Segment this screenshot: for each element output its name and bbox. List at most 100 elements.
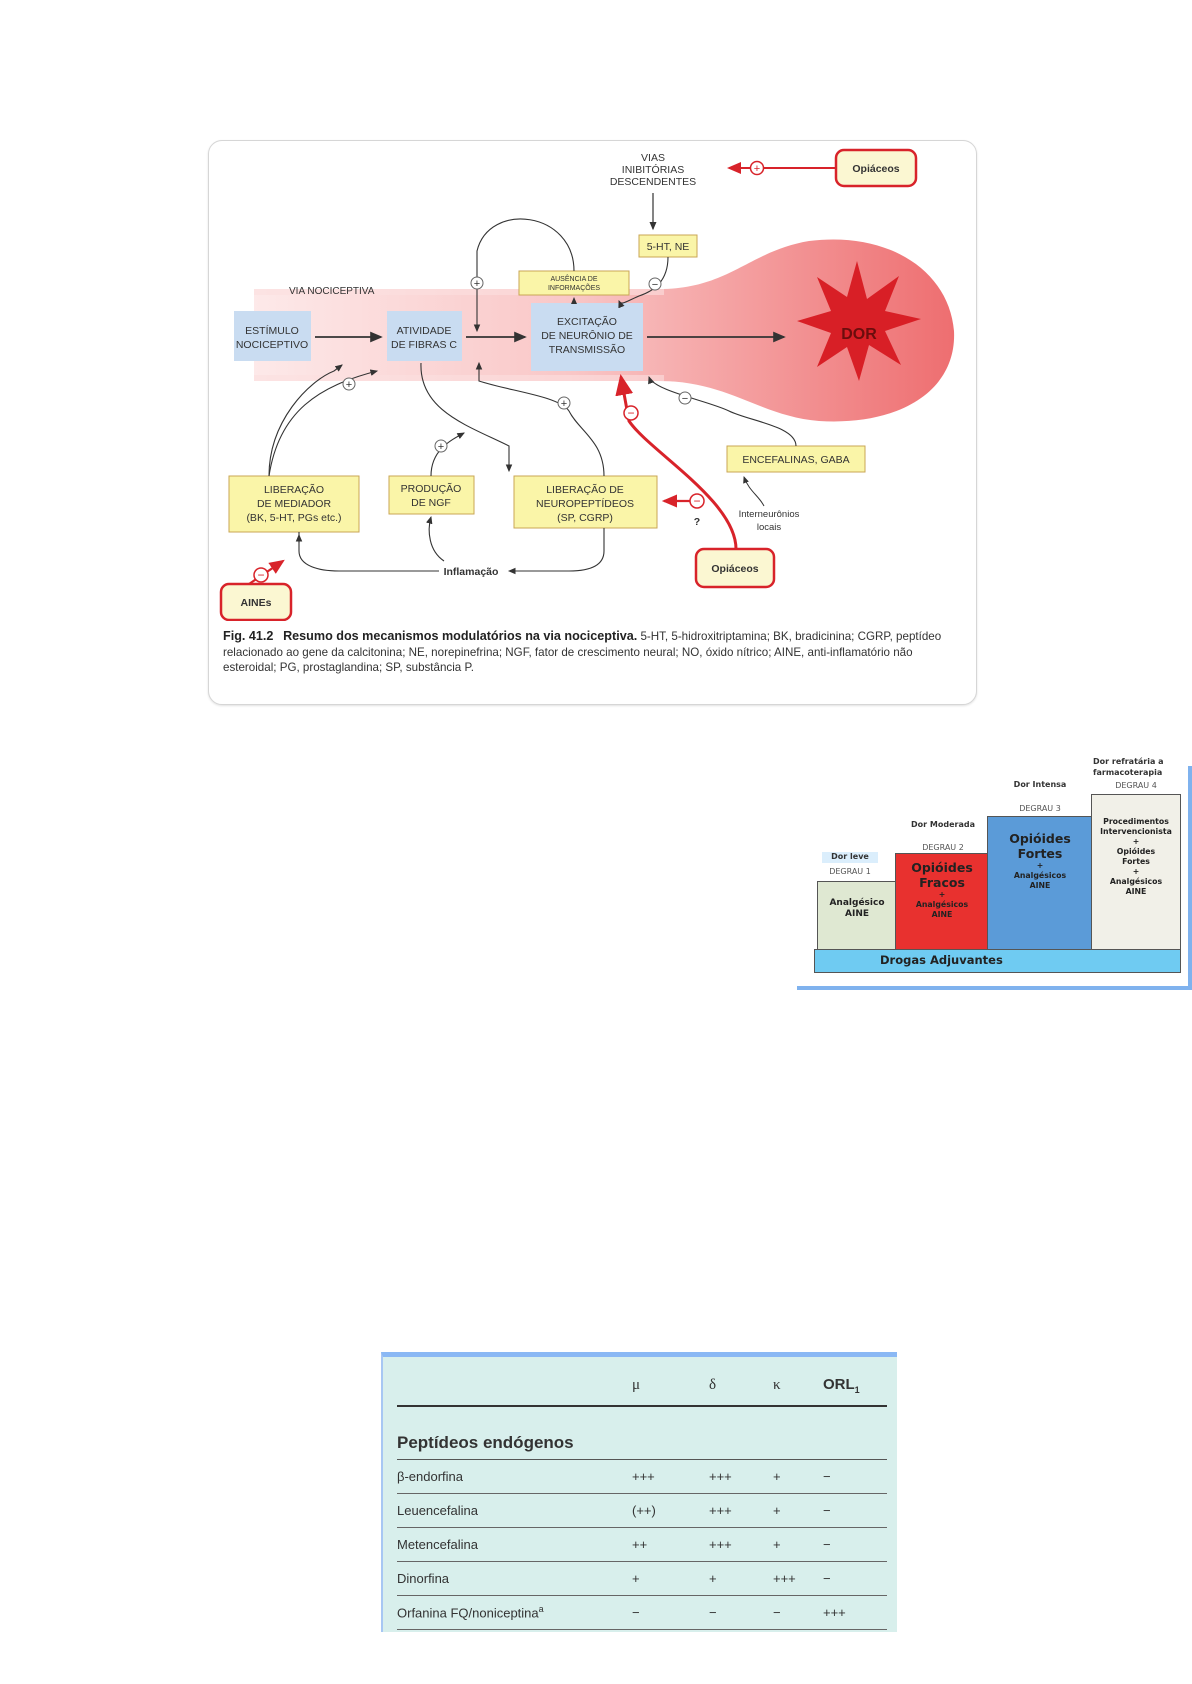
step4-block: Procedimentos Intervencionista + Opióide… [1091,794,1181,951]
table-header-row: μ δ κ ORL1 [397,1365,887,1407]
step2-detail-3: AINE [931,910,953,919]
header-delta: δ [709,1365,773,1407]
step2-main: Opióides Fracos [911,860,973,890]
atividade-box [387,311,462,361]
cell-orl1: − [823,1493,887,1528]
caption-label: Fig. 41.2 [223,629,274,643]
table-row: Leuencefalina (++) +++ + − [397,1493,887,1528]
step4-detail-6: + [1132,867,1140,876]
step1-detail-1: Analgésico [829,898,885,908]
ngf-line2: DE NGF [411,497,451,509]
mediador-line1: LIBERAÇÃO [264,483,324,496]
cell-delta: +++ [709,1527,773,1562]
nociceptive-pathway-figure: DOR VIA NOCICEPTIVA ESTÍMULO NOCICEPTIVO… [208,140,977,705]
step4-detail-2: Intervencionista [1100,827,1172,836]
cell-mu: + [632,1561,709,1596]
step4-detail-3: + [1132,837,1140,846]
estimulo-line2: NOCICEPTIVO [236,339,308,351]
vias-line3: DESCENDENTES [610,176,696,188]
step1-pain-label: Dor leve [822,852,878,863]
analgesic-ladder: Dor leve DEGRAU 1 Analgésico AINE Dor Mo… [797,757,1192,990]
neuro-line2: NEUROPEPTÍDEOS [536,497,634,510]
pathway-diagram: DOR VIA NOCICEPTIVA ESTÍMULO NOCICEPTIVO… [219,148,955,621]
liberacao-mediador-box [228,475,360,533]
step2-degree: DEGRAU 2 [922,843,964,852]
plus-sign: + [474,278,480,290]
header-blank [397,1365,632,1407]
estimulo-box [234,311,311,361]
interneuronios-line1: Interneurônios [739,509,800,520]
row-name: Dinorfina [397,1561,632,1596]
step3-block: Opióides Fortes + Analgésicos AINE [987,816,1093,951]
step2-detail-2: Analgésicos [915,900,969,909]
ausencia-box [518,270,630,296]
vias-line2: INIBITÓRIAS [622,163,684,176]
step4-detail-1: Procedimentos [1103,817,1169,826]
excitacao-line3: TRANSMISSÃO [549,343,625,356]
drogas-adjuvantes-base: Drogas Adjuvantes [814,949,1181,973]
orl-subscript: 1 [854,1384,860,1395]
header-orl1: ORL1 [823,1365,887,1407]
inflamacao-label: Inflamação [444,566,499,578]
opiaceos-top-label: Opiáceos [852,163,899,175]
header-mu: μ [632,1365,709,1407]
atividade-line1: ATIVIDADE [397,325,452,337]
table-row: β-endorfina +++ +++ + − [397,1459,887,1494]
neuro-line1: LIBERAÇÃO DE [546,483,624,496]
cell-kappa: + [773,1493,823,1528]
header-kappa: κ [773,1365,823,1407]
step4-detail-4: Opióides [1116,847,1156,856]
section-title: Peptídeos endógenos [397,1406,887,1460]
ausencia-line1: AUSÊNCIA DE [550,274,597,283]
row-name: Metencefalina [397,1527,632,1562]
step3-pain-label: Dor Intensa [1013,780,1067,789]
caption-title: Resumo dos mecanismos modulatórios na vi… [283,629,638,643]
aines-label: AINEs [241,597,272,609]
cell-kappa: + [773,1459,823,1494]
minus-sign: − [682,393,688,405]
excitacao-line2: DE NEURÔNIO DE [541,329,633,342]
step4-degree: DEGRAU 4 [1115,781,1157,790]
row-name: Orfanina FQ/noniceptinaa [397,1595,632,1630]
minus-sign: − [693,494,700,508]
step3-main: Opióides Fortes [1009,831,1071,861]
step3-detail-3: AINE [1029,881,1051,890]
excitacao-box [531,303,643,371]
opiaceos-bottom-label: Opiáceos [711,563,758,575]
aines-box [219,582,293,621]
step3-degree: DEGRAU 3 [1019,804,1061,813]
encefalinas-label: ENCEFALINAS, GABA [742,454,849,466]
cell-kappa: +++ [773,1561,823,1596]
plus-sign: + [561,398,567,410]
cell-mu: (++) [632,1493,709,1528]
step1-detail-2: AINE [845,909,869,919]
minus-sign: − [257,568,264,582]
step4-pain-text: Dor refratária a farmacoterapia [1093,757,1164,777]
step4-detail-7: Analgésicos [1109,877,1163,886]
cell-delta: − [709,1595,773,1630]
table-row: Orfanina FQ/noniceptinaa − − − +++ [397,1595,887,1630]
step3-detail-1: + [1036,861,1044,870]
cell-orl1: − [823,1527,887,1562]
footnote-marker: a [538,1604,544,1615]
cell-delta: +++ [709,1459,773,1494]
section-row: Peptídeos endógenos [397,1406,887,1460]
excitacao-line1: EXCITAÇÃO [557,315,617,328]
cell-mu: +++ [632,1459,709,1494]
mediador-line3: (BK, 5-HT, PGs etc.) [246,512,341,524]
step4-detail-8: AINE [1125,887,1147,896]
step2-detail-1: + [938,890,946,899]
cell-orl1: +++ [823,1595,887,1630]
plus-sign: + [754,163,760,175]
step1-degree: DEGRAU 1 [829,867,871,876]
interneuronios-line2: locais [757,522,782,533]
plus-sign: + [346,379,352,391]
question-mark: ? [694,516,700,528]
row-name: Leuencefalina [397,1493,632,1528]
minus-sign: − [652,279,658,291]
orl-label: ORL [823,1375,855,1393]
liberacao-neuro-box [513,475,658,529]
mediador-line2: DE MEDIADOR [257,498,332,510]
step2-pain-label: Dor Moderada [911,820,975,829]
cell-delta: +++ [709,1493,773,1528]
